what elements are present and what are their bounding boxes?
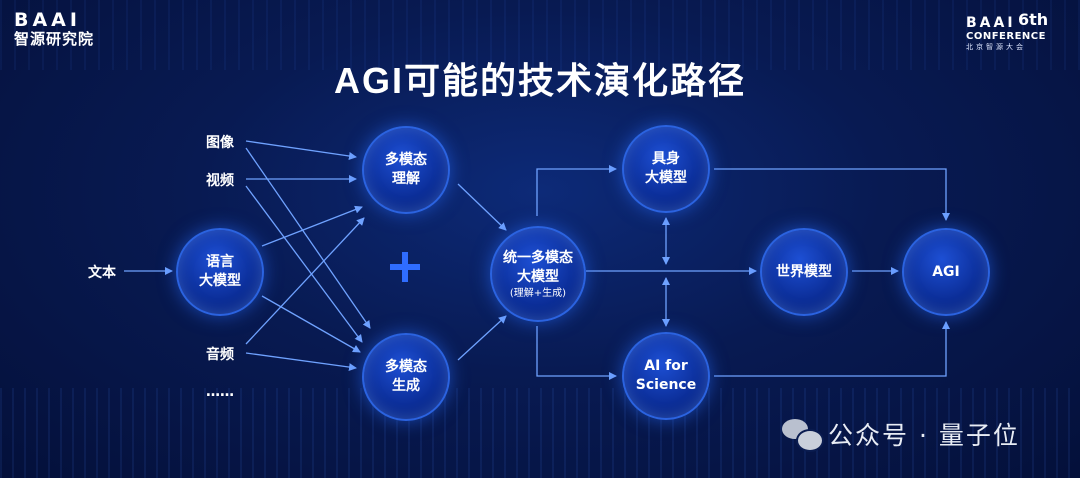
plus-icon: [390, 252, 420, 282]
node-ai-for-science: AI for Science: [622, 332, 710, 420]
edge-audio-generate: [245, 352, 357, 372]
node-embodied-line1: 具身: [652, 151, 680, 167]
org-name: 智源研究院: [14, 30, 95, 48]
node-agi-label: AGI: [932, 263, 960, 280]
edge-image-understand: [245, 140, 357, 160]
edge-embodied-agi: [714, 168, 950, 221]
node-language-model-line1: 语言: [206, 254, 234, 270]
node-language-model-line2: 大模型: [199, 273, 241, 289]
background-circuit-top: [0, 0, 1080, 70]
node-agi: AGI: [902, 228, 990, 316]
node-unified-line3: (理解+生成): [509, 287, 567, 299]
node-unified-line2: 大模型: [517, 268, 559, 285]
conference-brand: BAAI: [966, 15, 1016, 31]
conference-sub: 北京智源大会: [966, 43, 1026, 51]
conference-edition: 6th: [1018, 10, 1049, 29]
input-text: 文本: [88, 265, 116, 281]
node-embodied-line2: 大模型: [645, 170, 687, 186]
edge-llm-generate: [261, 295, 361, 353]
input-video: 视频: [206, 173, 234, 189]
edge-llm-understand: [261, 205, 363, 247]
conference-logo: BAAI 6th CONFERENCE 北京智源大会: [966, 10, 1066, 52]
edge-image-generate: [245, 147, 371, 329]
wechat-icon: [782, 417, 824, 452]
background-circuit-bottom: [0, 388, 1080, 478]
input-image: 图像: [206, 135, 234, 151]
node-ai4s-line2: Science: [635, 377, 697, 393]
slide-title: AGI可能的技术演化路径: [333, 60, 746, 101]
node-language-model: 语言 大模型: [176, 228, 264, 316]
edge-generate-unified: [457, 315, 507, 361]
org-brand: BAAI: [14, 9, 81, 31]
baai-logo: BAAI 智源研究院: [14, 10, 94, 48]
node-multimodal-understanding-line1: 多模态: [385, 152, 427, 168]
edge-audio-understand: [245, 217, 365, 345]
node-ai4s-line1: AI for: [644, 358, 688, 374]
edge-ai4s-agi: [714, 321, 950, 377]
conference-label: CONFERENCE: [966, 31, 1046, 42]
node-multimodal-understanding: 多模态 理解: [362, 126, 450, 214]
node-multimodal-understanding-line2: 理解: [392, 171, 420, 187]
node-unified-multimodal: 统一多模态 大模型 (理解+生成): [490, 226, 586, 322]
node-multimodal-generation-line1: 多模态: [385, 359, 427, 375]
watermark-text: 公众号 · 量子位: [828, 421, 1020, 450]
node-world-model: 世界模型: [760, 228, 848, 316]
wechat-watermark: 公众号 · 量子位: [782, 416, 1020, 452]
node-multimodal-generation-line2: 生成: [392, 378, 420, 394]
input-more: ……: [206, 384, 234, 400]
node-world-model-label: 世界模型: [776, 263, 832, 280]
node-unified-line1: 统一多模态: [503, 249, 573, 266]
node-multimodal-generation: 多模态 生成: [362, 333, 450, 421]
edge-video-generate: [245, 185, 363, 343]
input-audio: 音频: [206, 347, 234, 363]
node-embodied-model: 具身 大模型: [622, 125, 710, 213]
edge-unified-embodied: [536, 165, 617, 216]
edge-unified-ai4s: [536, 326, 617, 380]
edge-understand-unified: [457, 183, 507, 231]
